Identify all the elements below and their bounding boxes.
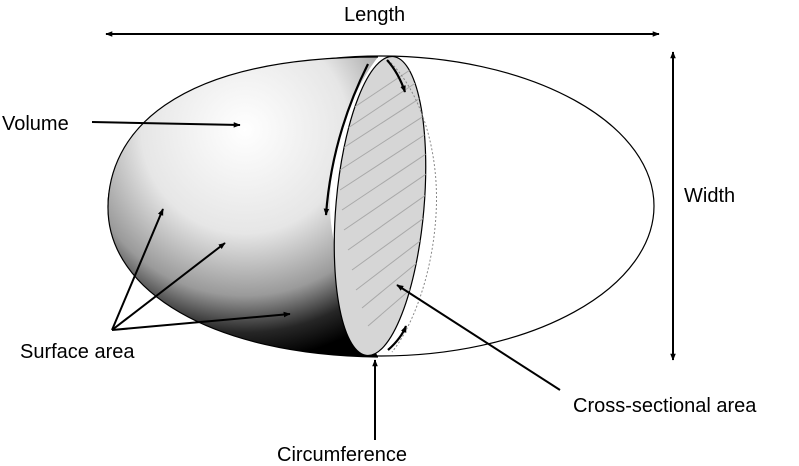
volume-pointer-arrow — [91, 121, 241, 128]
cross-section-hatching — [339, 69, 433, 327]
circumference-label: Circumference — [277, 444, 408, 466]
length-label: Length — [344, 4, 406, 26]
surface-area-label: Surface area — [20, 341, 135, 363]
cross-section — [333, 55, 437, 357]
width-label: Width — [684, 185, 736, 207]
cross-sectional-area-label: Cross-sectional area — [573, 395, 757, 417]
volume-label: Volume — [2, 113, 69, 135]
surface-area-pointer-arrows — [111, 208, 291, 331]
circumference-edge-arrows — [323, 59, 408, 351]
cross-sectional-area-pointer-arrow — [396, 284, 561, 391]
